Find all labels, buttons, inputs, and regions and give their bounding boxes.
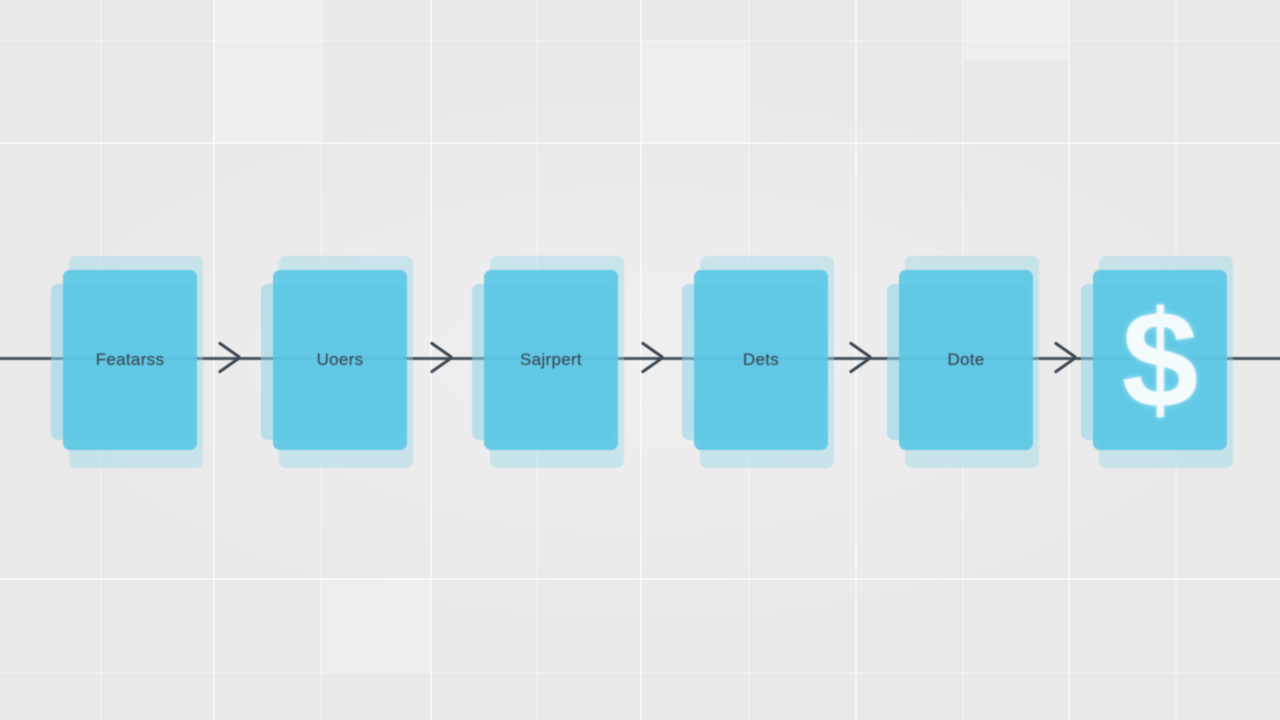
connector-arrowhead-3: [637, 340, 671, 374]
grid-line-horizontal: [0, 578, 1280, 580]
grid-line-horizontal: [0, 142, 1280, 144]
flow-node-3[interactable]: Sajrpert: [466, 250, 624, 470]
node-layer-front: [1093, 270, 1227, 450]
flow-node-1[interactable]: Featarss: [45, 250, 203, 470]
flow-node-label: Featarss: [95, 350, 165, 369]
grid-line-horizontal: [0, 40, 1280, 42]
node-layer-front: [484, 270, 618, 450]
node-layer-front: [694, 270, 828, 450]
grid-patch: [213, 0, 323, 142]
grid-line-horizontal: [0, 672, 1280, 674]
flow-node-5[interactable]: Dote: [881, 250, 1039, 470]
flow-node-2[interactable]: Uoers: [255, 250, 413, 470]
connector-arrowhead-5: [1050, 340, 1084, 374]
node-layer-front: [899, 270, 1033, 450]
grid-patch: [962, 0, 1068, 60]
node-layer-front: [273, 270, 407, 450]
connector-arrowhead-1: [214, 340, 248, 374]
flow-node-4[interactable]: Dets: [676, 250, 834, 470]
dollar-sign-icon: $: [1121, 283, 1199, 437]
connector-arrowhead-2: [426, 340, 460, 374]
grid-patch: [320, 578, 430, 672]
flow-node-label: Dote: [947, 350, 985, 369]
flow-node-6[interactable]: $: [1075, 250, 1233, 470]
flow-rail: [0, 357, 1280, 360]
connector-arrowhead-4: [845, 340, 879, 374]
node-layer-front: [63, 270, 197, 450]
flow-node-label: Dets: [742, 350, 780, 369]
grid-patch: [640, 40, 750, 142]
flow-row: Featarss Uoers Sajrpert Dets: [0, 250, 1280, 470]
flow-node-label: Uoers: [316, 350, 364, 369]
flow-node-label: Sajrpert: [520, 350, 582, 369]
